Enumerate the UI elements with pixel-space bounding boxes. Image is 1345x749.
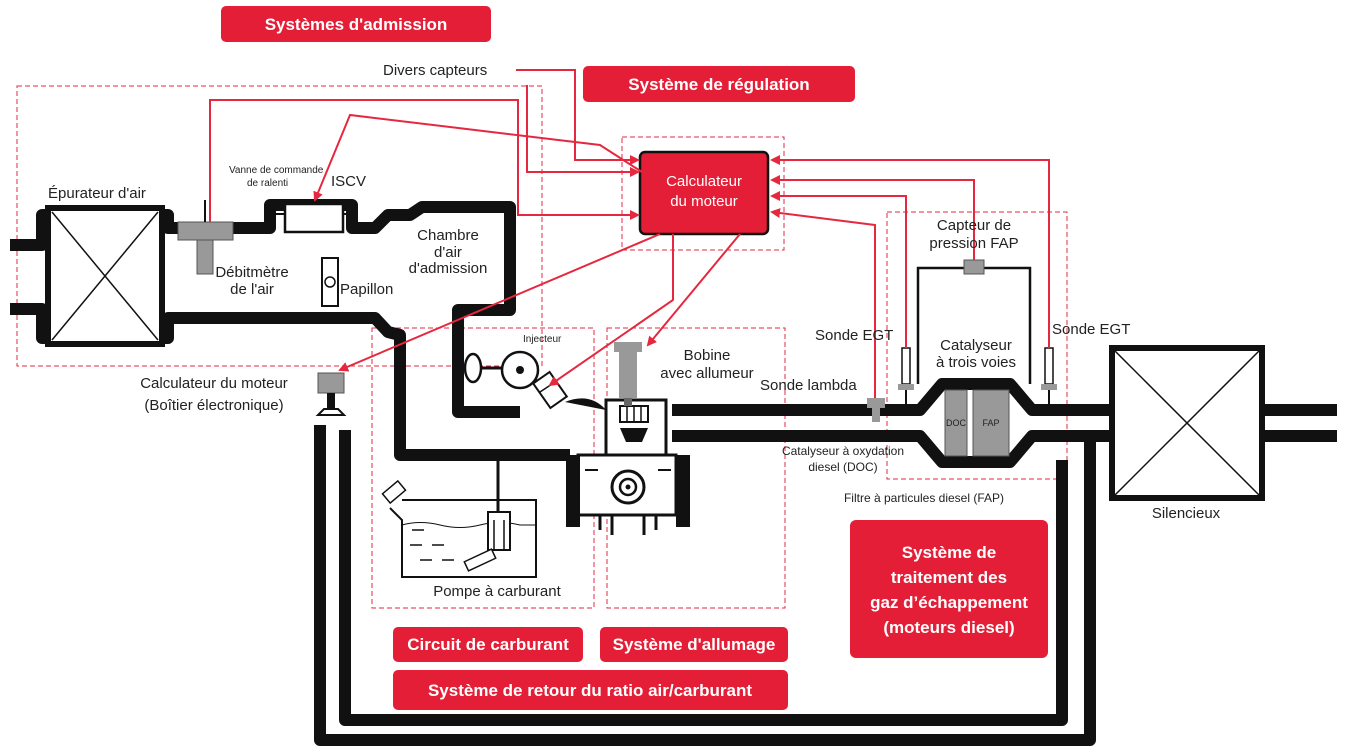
label-injector: Injecteur: [523, 334, 562, 345]
badge-intake: Systèmes d'admission: [221, 6, 491, 42]
label-ecu-box-1: Calculateur du moteur: [140, 375, 288, 392]
badge-exhaust-line3: gaz d’échappement: [870, 593, 1028, 612]
label-airflow-1: Débitmètre: [215, 264, 288, 281]
label-coil-2: avec allumeur: [660, 365, 753, 382]
component-labels: Divers capteurs Épurateur d'air Vanne de…: [48, 62, 1221, 600]
label-coil-1: Bobine: [684, 347, 731, 364]
ignition-coil-icon: [614, 342, 642, 406]
label-air-chamber-2: d'air: [434, 244, 462, 261]
ecu-box[interactable]: Calculateur du moteur: [638, 150, 770, 236]
iscv-icon: [276, 202, 352, 234]
label-lambda: Sonde lambda: [760, 377, 857, 394]
label-fuel-pump: Pompe à carburant: [433, 583, 561, 600]
badge-intake-label: Systèmes d'admission: [265, 15, 448, 34]
badge-exhaust: Système de traitement des gaz d’échappem…: [850, 520, 1048, 658]
doc-label: DOC: [946, 418, 967, 428]
badge-control: Système de régulation: [583, 66, 855, 102]
ecu-module-icon: [315, 372, 347, 416]
label-various-sensors: Divers capteurs: [383, 62, 487, 79]
feedback-loop-inner: [339, 430, 1068, 726]
badge-control-label: Système de régulation: [628, 75, 809, 94]
label-catalyst-2: à trois voies: [936, 354, 1016, 371]
intake-boundary: [16, 85, 543, 367]
injector-icon: [463, 350, 569, 410]
label-iscv: ISCV: [331, 173, 366, 190]
badge-exhaust-line4: (moteurs diesel): [883, 618, 1014, 637]
label-dpf-full: Filtre à particules diesel (FAP): [844, 491, 1004, 505]
airflow-meter-icon: [177, 200, 234, 275]
ecu-label-line2: du moteur: [670, 193, 738, 210]
label-egt-left: Sonde EGT: [815, 327, 893, 344]
exhaust-pipe-lower: [672, 430, 1112, 468]
badge-feedback: Système de retour du ratio air/carburant: [393, 670, 788, 710]
signal-wires: [209, 69, 1050, 398]
badge-ignition-label: Système d'allumage: [613, 635, 776, 654]
exhaust-boundary: [886, 211, 1068, 480]
badge-fuel-label: Circuit de carburant: [407, 635, 569, 654]
label-ecu-box-2: (Boîtier électronique): [144, 397, 283, 414]
label-dpf-pressure-1: Capteur de: [937, 217, 1011, 234]
badge-exhaust-line1: Système de: [902, 543, 997, 562]
lambda-probe-icon: [867, 398, 885, 422]
fuel-tank-icon: [381, 455, 537, 578]
badge-ignition: Système d'allumage: [600, 627, 788, 662]
catalyst-icon: DOC FAP: [944, 389, 1010, 457]
label-idle-valve-2: de ralenti: [247, 178, 288, 189]
feedback-loop-outer: [314, 425, 1096, 746]
label-doc-full-2: diesel (DOC): [808, 460, 877, 474]
label-dpf-pressure-2: pression FAP: [929, 235, 1018, 252]
label-catalyst-1: Catalyseur: [940, 337, 1012, 354]
badge-fuel: Circuit de carburant: [393, 627, 583, 662]
label-throttle: Papillon: [340, 281, 393, 298]
engine-icon: [565, 398, 690, 535]
control-boundary: [621, 136, 785, 251]
label-air-chamber-3: d'admission: [409, 260, 488, 277]
air-cleaner-icon: [45, 205, 165, 347]
label-muffler: Silencieux: [1152, 505, 1221, 522]
label-doc-full-1: Catalyseur à oxydation: [782, 444, 904, 458]
egt-probe-left-icon: [898, 347, 914, 412]
label-egt-right: Sonde EGT: [1052, 321, 1130, 338]
throttle-icon: [321, 257, 339, 307]
muffler-icon: [1109, 345, 1265, 501]
ecu-label-line1: Calculateur: [666, 173, 742, 190]
intake-pipe-lower: [10, 303, 570, 461]
fap-label: FAP: [982, 418, 999, 428]
label-air-cleaner: Épurateur d'air: [48, 185, 146, 202]
badge-feedback-label: Système de retour du ratio air/carburant: [428, 681, 752, 700]
label-air-chamber-1: Chambre: [417, 227, 479, 244]
label-airflow-2: de l'air: [230, 281, 274, 298]
label-idle-valve-1: Vanne de commande: [229, 165, 324, 176]
egt-probe-right-icon: [1041, 347, 1057, 412]
badge-exhaust-line2: traitement des: [891, 568, 1007, 587]
